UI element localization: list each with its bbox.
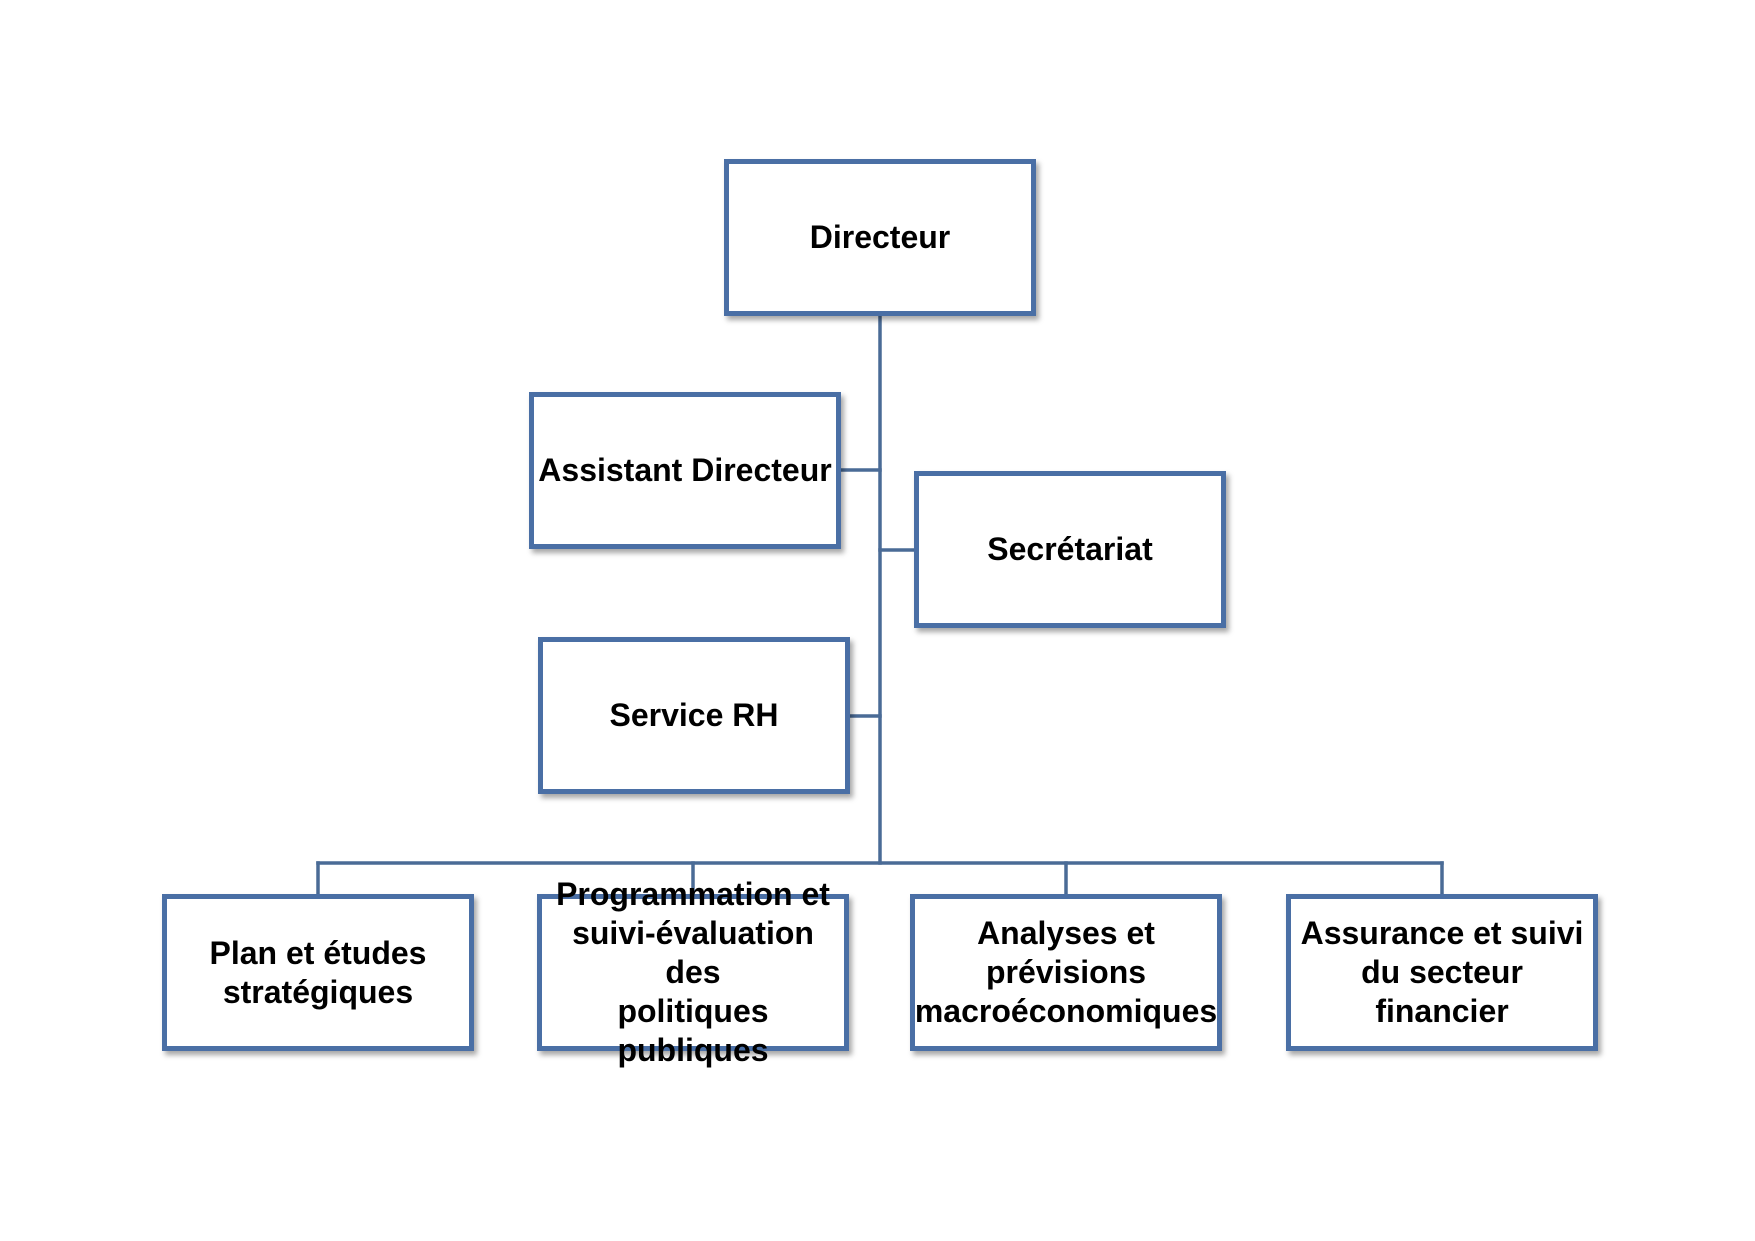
node-label: Assurance et suivi du secteur financier [1300, 915, 1584, 1029]
node-programmation: Programmation et suivi-évaluation des po… [537, 876, 849, 1068]
node-label: Assistant Directeur [538, 452, 832, 488]
node-secretariat: Secrétariat [914, 471, 1226, 628]
node-analyses: Analyses et prévisions macroéconomiques [910, 894, 1222, 1051]
node-label: Plan et études stratégiques [209, 934, 427, 1010]
node-label: Directeur [809, 219, 951, 255]
node-plan-etudes: Plan et études stratégiques [162, 894, 474, 1051]
node-label: Programmation et suivi-évaluation des po… [556, 876, 830, 1068]
node-service-rh: Service RH [538, 637, 850, 794]
node-label: Analyses et prévisions macroéconomiques [914, 915, 1218, 1029]
node-assistant-directeur: Assistant Directeur [529, 392, 841, 549]
node-directeur: Directeur [724, 159, 1036, 316]
node-label: Secrétariat [987, 531, 1153, 567]
node-assurance: Assurance et suivi du secteur financier [1286, 894, 1598, 1051]
node-label: Service RH [609, 697, 779, 733]
